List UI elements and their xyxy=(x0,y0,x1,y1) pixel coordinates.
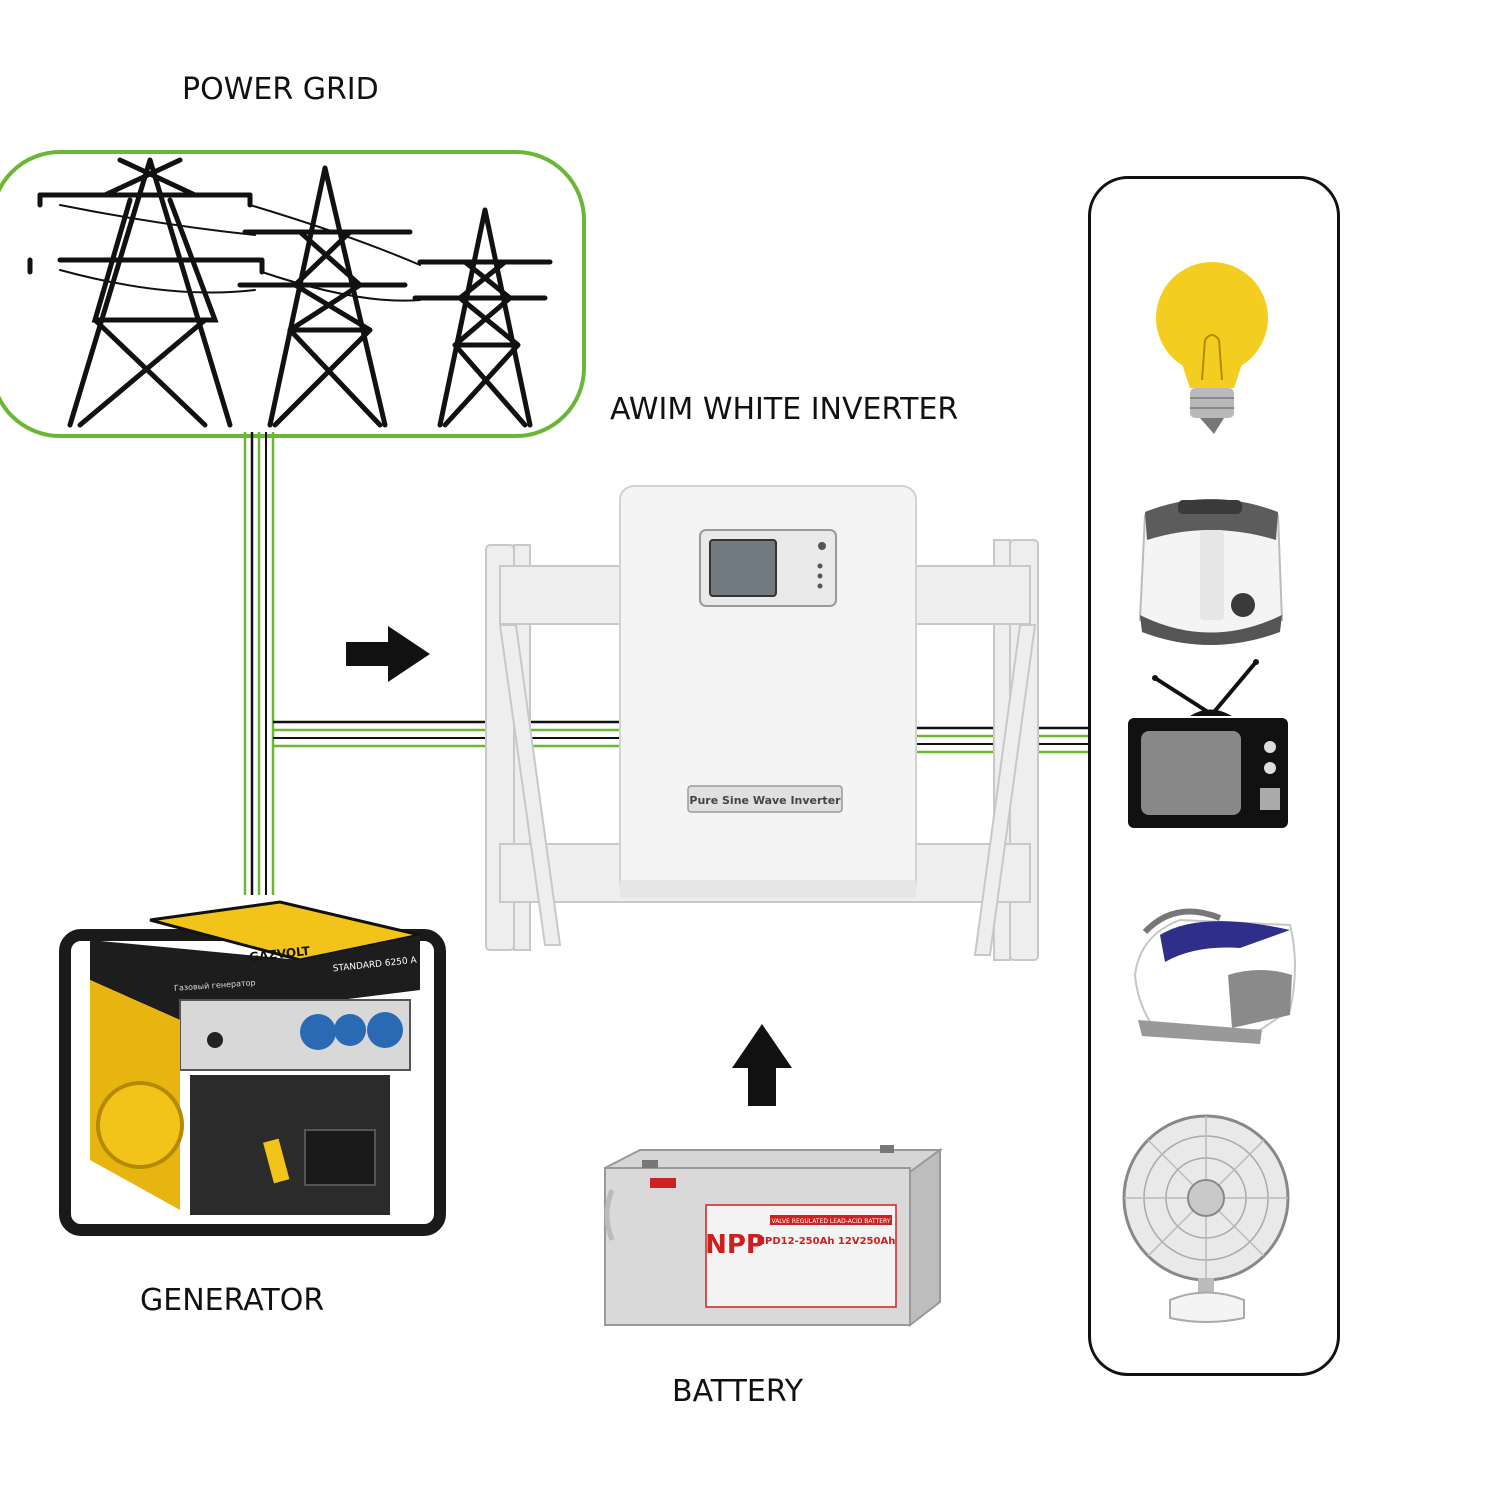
arrow-right-icon xyxy=(346,626,430,682)
battery-icon xyxy=(604,1145,944,1328)
battery-header-text: VALVE REGULATED LEAD-ACID BATTERY xyxy=(771,1218,890,1225)
power-grid-label: POWER GRID xyxy=(182,72,379,107)
generator-icon xyxy=(59,900,446,1236)
inverter-unit xyxy=(619,485,917,898)
table-fan-icon xyxy=(1122,1114,1290,1323)
inverter-plate-text: Pure Sine Wave Inverter xyxy=(689,794,841,807)
steam-iron-icon xyxy=(1133,908,1296,1044)
inverter-label: AWIM WHITE INVERTER xyxy=(610,392,959,427)
arrow-up-icon xyxy=(732,1024,792,1106)
generator-brand-text: GAZVOLT xyxy=(249,944,312,964)
loads-panel xyxy=(1088,176,1340,1376)
television-icon xyxy=(1128,659,1288,828)
power-grid-frame xyxy=(0,150,586,438)
light-bulb-icon xyxy=(1156,262,1268,434)
battery-brand-text: NPP xyxy=(705,1230,765,1260)
battery-label: BATTERY xyxy=(672,1374,804,1409)
deep-fryer-icon xyxy=(1138,499,1284,645)
generator-label: GENERATOR xyxy=(140,1283,325,1318)
wiring xyxy=(243,432,1088,895)
battery-model-text: NPD12-250Ah 12V250Ah xyxy=(757,1236,896,1247)
transmission-tower-icon xyxy=(27,157,553,428)
